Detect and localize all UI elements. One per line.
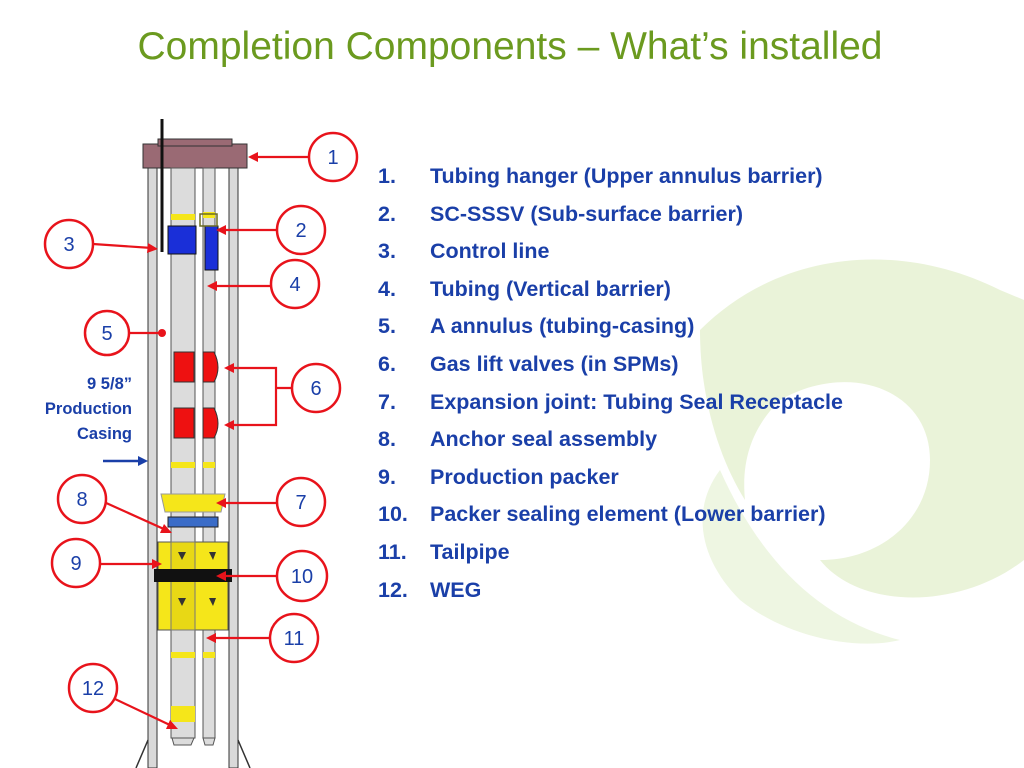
legend-item: 7. Expansion joint: Tubing Seal Receptacl… xyxy=(378,384,843,422)
legend-number: 3. xyxy=(378,239,396,264)
legend-text: Tubing (Vertical barrier) xyxy=(430,276,671,301)
casing-label-line2: Production xyxy=(45,400,132,418)
callout-arrows xyxy=(92,152,308,729)
legend-item: 2. SC-SSSV (Sub-surface barrier) xyxy=(378,196,843,234)
svg-text:10: 10 xyxy=(291,566,313,588)
packer-slips xyxy=(178,552,216,606)
legend-number: 4. xyxy=(378,276,396,301)
glv-upper xyxy=(202,351,219,383)
legend-number: 8. xyxy=(378,427,396,452)
legend-text: Gas lift valves (in SPMs) xyxy=(430,351,679,376)
tubing-hanger xyxy=(142,143,248,169)
legend-text: Expansion joint: Tubing Seal Receptacle xyxy=(430,389,843,414)
page-title: Completion Components – What’s installed xyxy=(137,25,883,68)
sssv-right xyxy=(204,225,219,271)
callout-5: 5 xyxy=(83,309,131,357)
legend-number: 1. xyxy=(378,164,396,188)
legend-text: Tubing hanger (Upper annulus barrier) xyxy=(430,164,823,188)
legend-text: WEG xyxy=(430,577,482,602)
legend-item: 11. Tailpipe xyxy=(378,534,843,572)
legend-item: 12. WEG xyxy=(378,572,843,610)
legend-number: 7. xyxy=(378,389,396,414)
legend-text: Production packer xyxy=(430,464,619,489)
svg-text:11: 11 xyxy=(284,628,305,650)
svg-text:4: 4 xyxy=(289,274,300,296)
legend-number: 2. xyxy=(378,201,396,226)
callout-4: 4 xyxy=(269,258,321,310)
legend-item: 5. A annulus (tubing-casing) xyxy=(378,308,843,346)
legend-number: 6. xyxy=(378,351,396,376)
tubing-collars xyxy=(171,212,215,722)
svg-text:2: 2 xyxy=(295,220,306,242)
legend-text: A annulus (tubing-casing) xyxy=(430,314,695,339)
legend-item: 10. Packer sealing element (Lower barrier… xyxy=(378,496,843,534)
legend-number: 12. xyxy=(378,577,408,602)
packer-sealing-element xyxy=(154,569,232,582)
sssv-left xyxy=(167,225,197,255)
tubing-hanger-top xyxy=(157,138,233,147)
legend-item: 3. Control line xyxy=(378,233,843,271)
glv-mandrel-upper xyxy=(173,351,195,383)
legend-text: SC-SSSV (Sub-surface barrier) xyxy=(430,201,744,226)
swirl-shape-1 xyxy=(700,259,1024,598)
weg-right xyxy=(202,737,216,746)
casing-arrow-head xyxy=(138,456,148,466)
callout-11: 11 xyxy=(268,612,320,664)
legend-number: 9. xyxy=(378,464,396,489)
sssv-bracket xyxy=(199,213,218,227)
swirl-shape-2 xyxy=(702,470,900,644)
legend-text: Packer sealing element (Lower barrier) xyxy=(430,502,826,527)
svg-text:7: 7 xyxy=(295,492,306,514)
svg-text:3: 3 xyxy=(63,234,74,256)
legend-number: 10. xyxy=(378,502,408,527)
callout-10: 10 xyxy=(275,549,329,603)
callout-7: 7 xyxy=(275,476,327,528)
legend-item: 8. Anchor seal assembly xyxy=(378,421,843,459)
legend-item: 1. Tubing hanger (Upper annulus barrier) xyxy=(378,158,843,196)
casing-wall-right xyxy=(228,167,239,768)
callout-12: 12 xyxy=(67,662,119,714)
legend-text: Control line xyxy=(430,239,550,264)
casing-label-size: 9 5/8” xyxy=(87,375,132,393)
callout-9: 9 xyxy=(50,537,102,589)
legend-item: 6. Gas lift valves (in SPMs) xyxy=(378,346,843,384)
legend-item: 9. Production packer xyxy=(378,459,843,497)
casing-shoe xyxy=(135,739,251,768)
svg-text:8: 8 xyxy=(76,489,87,511)
svg-text:12: 12 xyxy=(82,678,104,700)
legend-number: 11. xyxy=(378,539,407,564)
callout-8: 8 xyxy=(56,473,108,525)
svg-text:9: 9 xyxy=(70,553,81,575)
svg-text:1: 1 xyxy=(327,147,338,169)
callout-2: 2 xyxy=(275,204,327,256)
expansion-joint xyxy=(160,493,226,513)
callout-3: 3 xyxy=(43,218,95,270)
glv-mandrel-lower xyxy=(173,407,195,439)
callout-1: 1 xyxy=(307,131,359,183)
callout-6: 6 xyxy=(290,362,342,414)
weg-left xyxy=(171,737,195,746)
glv-lower xyxy=(202,407,219,439)
legend-number: 5. xyxy=(378,314,396,339)
svg-text:6: 6 xyxy=(310,378,321,400)
casing-wall-left xyxy=(147,167,158,768)
svg-text:5: 5 xyxy=(101,323,112,345)
casing-label-line3: Casing xyxy=(77,425,132,443)
anchor-seal-assembly xyxy=(167,516,219,528)
component-legend: 1.Tubing hanger (Upper annulus barrier) … xyxy=(378,158,843,609)
legend-text: Anchor seal assembly xyxy=(430,427,658,452)
legend-item: 4. Tubing (Vertical barrier) xyxy=(378,271,843,309)
legend-text: Tailpipe xyxy=(430,539,510,564)
